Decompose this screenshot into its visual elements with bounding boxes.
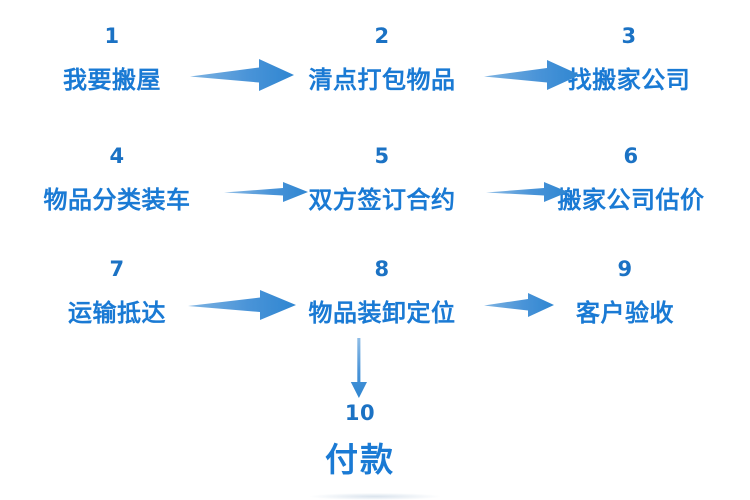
step-number: 6 bbox=[623, 144, 639, 168]
step-label: 客户验收 bbox=[576, 299, 674, 327]
flow-step-3[interactable]: 3 找搬家公司 bbox=[567, 24, 691, 94]
step-label: 我要搬屋 bbox=[63, 66, 161, 94]
step-label: 运输抵达 bbox=[68, 299, 166, 327]
arrow-step-4-to-5-icon bbox=[224, 181, 308, 203]
step-number: 7 bbox=[109, 257, 125, 281]
step-number: 10 bbox=[344, 401, 376, 425]
flow-step-10[interactable]: 10 付款 bbox=[325, 401, 395, 479]
arrow-step-8-to-9-icon bbox=[484, 292, 554, 318]
step-label: 付款 bbox=[325, 440, 395, 479]
flow-step-8[interactable]: 8 物品装卸定位 bbox=[308, 257, 456, 327]
flow-step-9[interactable]: 9 客户验收 bbox=[576, 257, 674, 327]
flow-step-6[interactable]: 6 搬家公司估价 bbox=[557, 144, 705, 214]
flow-step-4[interactable]: 4 物品分类装车 bbox=[43, 144, 191, 214]
flow-step-5[interactable]: 5 双方签订合约 bbox=[308, 144, 456, 214]
step-number: 3 bbox=[621, 24, 637, 48]
step-number: 8 bbox=[374, 257, 390, 281]
arrow-step-2-to-3-icon bbox=[484, 59, 580, 91]
arrow-step-8-to-10-icon bbox=[348, 338, 370, 398]
step-label: 物品分类装车 bbox=[43, 186, 191, 214]
step-label: 找搬家公司 bbox=[567, 66, 691, 94]
page-edge-artifact bbox=[310, 493, 440, 500]
arrow-step-7-to-8-icon bbox=[188, 289, 296, 321]
step-number: 4 bbox=[109, 144, 125, 168]
arrow-step-5-to-6-icon bbox=[486, 181, 568, 203]
flow-step-7[interactable]: 7 运输抵达 bbox=[68, 257, 166, 327]
flow-step-1[interactable]: 1 我要搬屋 bbox=[63, 24, 161, 94]
step-number: 5 bbox=[374, 144, 390, 168]
step-label: 清点打包物品 bbox=[308, 66, 456, 94]
step-number: 1 bbox=[104, 24, 120, 48]
step-label: 物品装卸定位 bbox=[308, 299, 456, 327]
step-label: 搬家公司估价 bbox=[557, 186, 705, 214]
step-label: 双方签订合约 bbox=[308, 186, 456, 214]
step-number: 9 bbox=[617, 257, 633, 281]
arrow-step-1-to-2-icon bbox=[190, 58, 294, 92]
flow-step-2[interactable]: 2 清点打包物品 bbox=[308, 24, 456, 94]
step-number: 2 bbox=[374, 24, 390, 48]
